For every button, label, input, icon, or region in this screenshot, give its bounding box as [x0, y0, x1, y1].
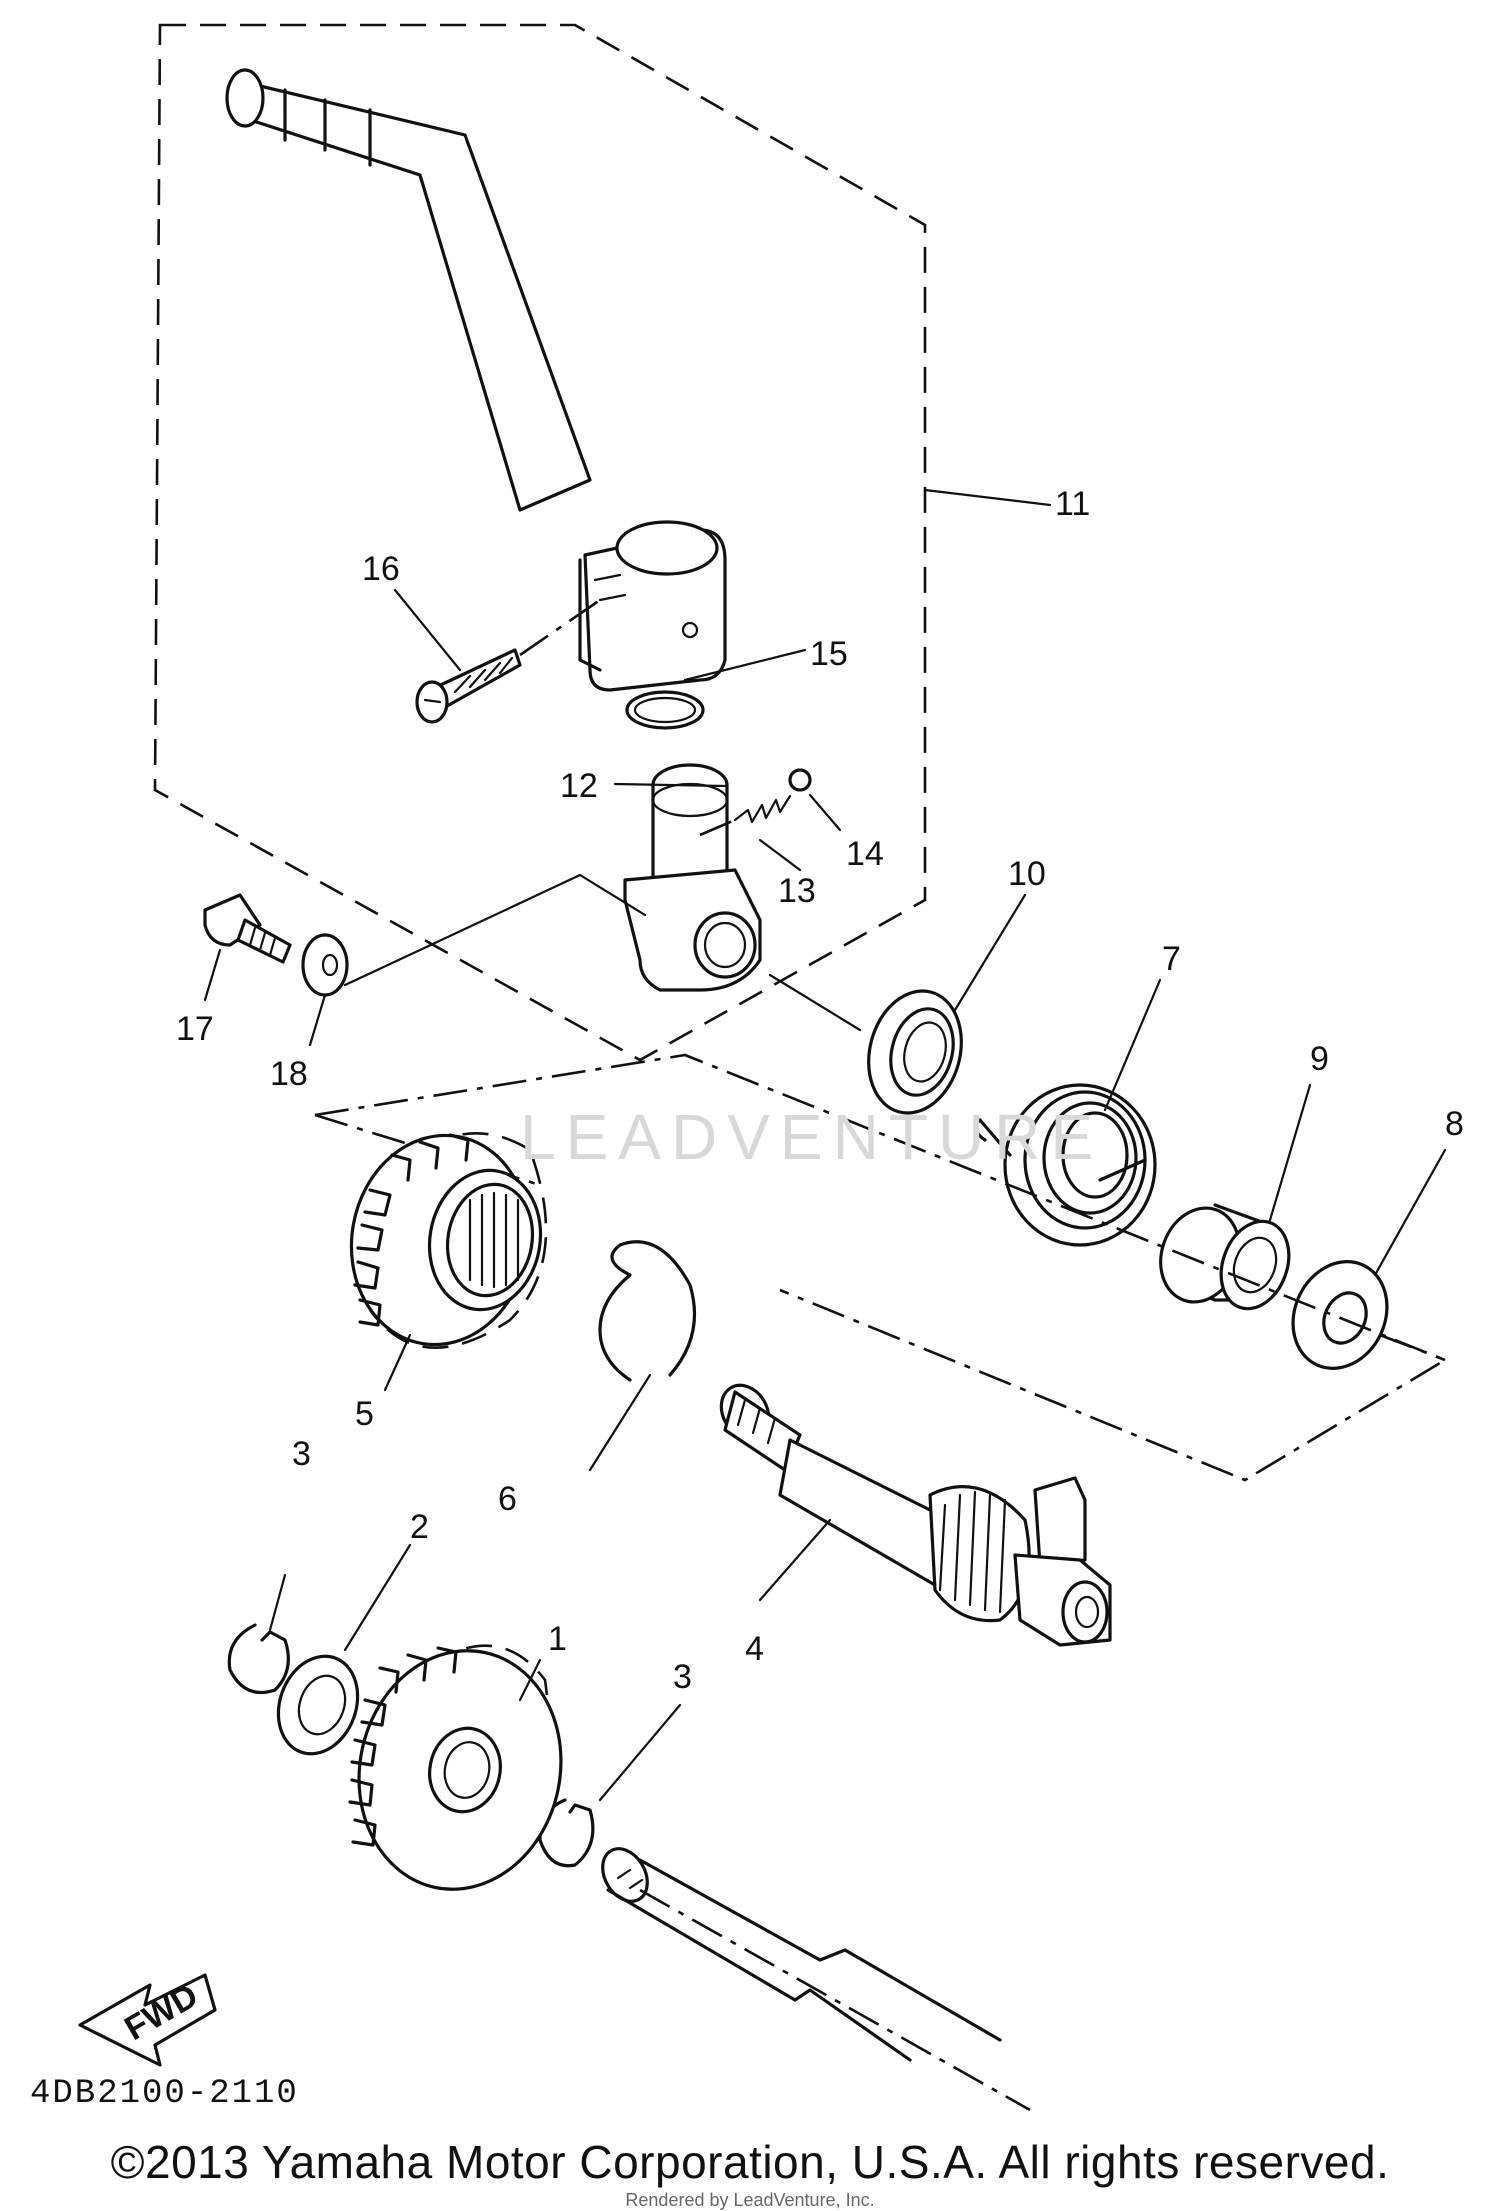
callout-7: 7	[1162, 940, 1181, 978]
washer-8	[1291, 1260, 1389, 1370]
kick-axle-4	[719, 1383, 1112, 1647]
shaft-assembly-boundary	[314, 1053, 1448, 1482]
callout-12: 12	[560, 767, 598, 805]
kick-crank-lever	[225, 68, 727, 692]
shaft-end	[601, 1847, 1031, 2112]
clip-6	[598, 1240, 697, 1382]
callout-leaders	[203, 488, 1447, 1802]
callout-3b: 3	[673, 1658, 692, 1696]
callout-9: 9	[1310, 1040, 1329, 1078]
ratchet-gear-5	[349, 1132, 548, 1349]
washer-2	[276, 1654, 360, 1756]
boss-12	[623, 763, 762, 992]
callout-5: 5	[355, 1395, 374, 1433]
collar-9	[1159, 1203, 1291, 1311]
callout-2: 2	[410, 1508, 429, 1546]
bolt-16	[415, 598, 601, 724]
callout-3a: 3	[292, 1435, 311, 1473]
circlip-3a	[227, 1623, 290, 1695]
ball-14	[788, 768, 812, 792]
fwd-arrow-icon: FWD	[78, 1973, 217, 2067]
spring-13	[733, 794, 792, 824]
washer-18	[301, 933, 349, 997]
bolt-17	[203, 893, 292, 964]
callout-11: 11	[1055, 485, 1090, 523]
callout-16: 16	[362, 550, 400, 588]
callout-15: 15	[810, 635, 848, 673]
kick-idle-gear-1	[348, 1644, 563, 1891]
oil-seal-10	[867, 989, 963, 1115]
copyright-notice: ©2013 Yamaha Motor Corporation, U.S.A. A…	[110, 2136, 1390, 2188]
diagram-code: 4DB2100-2110	[30, 2075, 299, 2113]
callout-4: 4	[745, 1630, 764, 1668]
callout-8: 8	[1445, 1105, 1464, 1143]
assembly-11-boundary	[153, 23, 927, 1062]
leadventure-watermark: LEADVENTURE	[520, 1101, 1103, 1173]
kick-spring-7	[974, 1083, 1157, 1247]
callout-17: 17	[176, 1010, 214, 1048]
callout-18: 18	[270, 1055, 308, 1093]
callout-13: 13	[778, 872, 816, 910]
o-ring-15	[625, 690, 705, 730]
callout-14: 14	[846, 835, 884, 873]
render-credit: Rendered by LeadVenture, Inc.	[625, 2190, 875, 2210]
callout-6: 6	[498, 1480, 517, 1518]
callout-10: 10	[1008, 855, 1046, 893]
callout-1: 1	[548, 1620, 567, 1658]
